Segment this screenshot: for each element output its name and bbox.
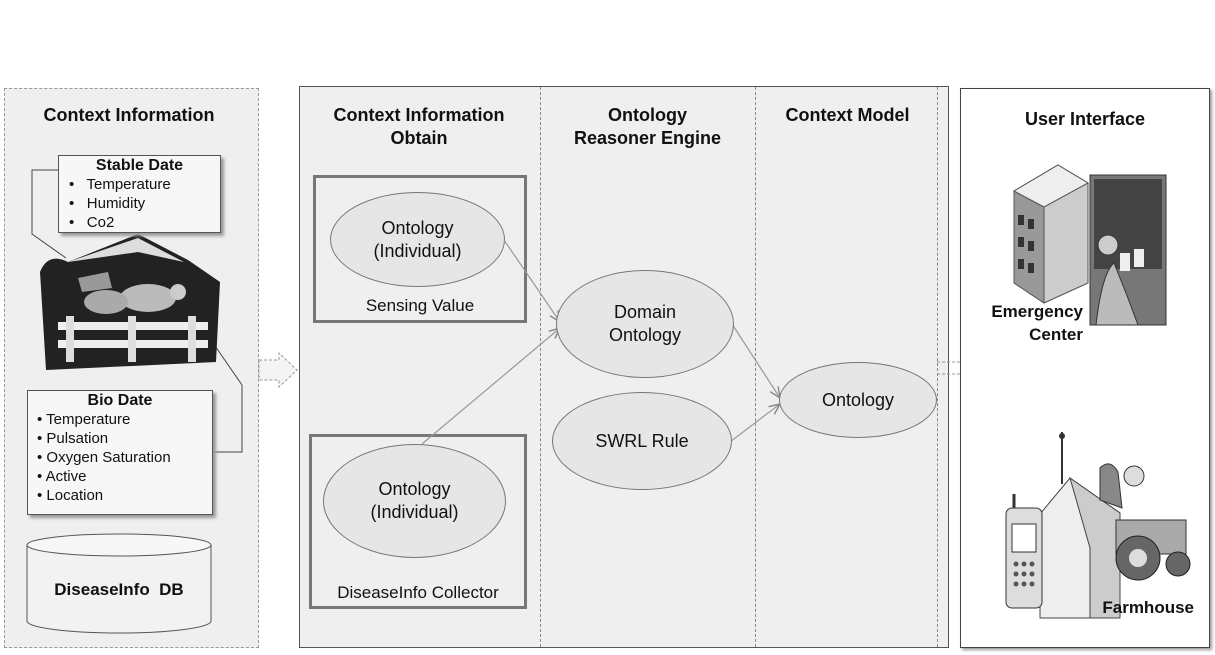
swrl-rule-node: SWRL Rule <box>552 392 732 490</box>
stable-data-list: • Temperature • Humidity • Co2 <box>69 175 220 232</box>
sensing-value-box <box>313 175 527 323</box>
user-interface-title: User Interface <box>1024 109 1146 129</box>
list-item: • Active <box>37 468 87 485</box>
list-item: • Oxygen Saturation <box>37 449 171 466</box>
list-item: • Temperature <box>69 176 171 193</box>
context-information-title: Context Information <box>43 105 215 125</box>
context-model-title: Context Model <box>785 105 910 125</box>
list-item: • Temperature <box>37 411 131 428</box>
list-item: • Pulsation <box>37 430 109 447</box>
list-item: • Location <box>37 487 104 504</box>
list-item: • Humidity <box>69 195 146 212</box>
disease-collector-label: DiseaseInfo Collector <box>337 583 499 602</box>
farmhouse-icon <box>1005 432 1191 619</box>
database-icon <box>26 533 212 634</box>
stable-data-box: Stable Date • Temperature • Humidity • C… <box>58 155 221 233</box>
database-label: DiseaseInfo DB <box>54 580 184 599</box>
bio-data-list: • Temperature • Pulsation • Oxygen Satur… <box>37 410 212 505</box>
context-connectors <box>31 169 298 453</box>
disease-collector-box <box>309 434 527 609</box>
flow-arrow-icon <box>258 351 298 389</box>
column-divider <box>755 87 756 647</box>
ontology-node: Ontology <box>779 362 937 438</box>
sensing-ontology-node: Ontology(Individual) <box>330 192 505 287</box>
column-divider <box>540 87 541 647</box>
bio-data-box: Bio Date • Temperature • Pulsation • Oxy… <box>27 390 213 515</box>
list-item: • Co2 <box>69 214 115 231</box>
emergency-center-icon <box>1012 164 1167 326</box>
column-divider <box>937 87 938 647</box>
stable-data-title: Stable Date <box>95 157 184 174</box>
cattle-barn-icon <box>40 234 220 370</box>
disease-ontology-node: Ontology(Individual) <box>323 444 506 558</box>
sensing-value-label: Sensing Value <box>365 296 475 315</box>
farmhouse-label: Farmhouse <box>1102 598 1194 617</box>
bio-data-title: Bio Date <box>87 392 153 409</box>
